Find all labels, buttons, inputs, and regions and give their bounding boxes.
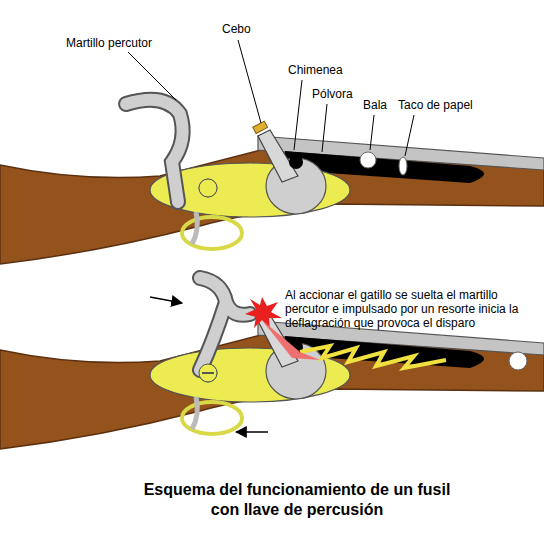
trigger-arrow xyxy=(236,431,268,433)
motion-arrow xyxy=(150,297,182,303)
part-label: Cebo xyxy=(222,22,251,36)
leader-lines xyxy=(128,40,414,156)
diagram-title: Esquema del funcionamiento de un fusil c… xyxy=(129,480,465,520)
paper-wad xyxy=(399,157,407,175)
part-label: Bala xyxy=(363,98,387,112)
part-label: Pólvora xyxy=(312,87,353,101)
cap-flash xyxy=(245,297,282,330)
part-label: Chimenea xyxy=(288,63,343,77)
bullet xyxy=(360,152,376,168)
hammer-cocked xyxy=(126,100,217,202)
part-label: Martillo percutor xyxy=(66,36,152,50)
bullet-fired xyxy=(509,352,527,370)
powder-flame xyxy=(300,346,446,368)
explanation-note: Al accionar el gatillo se suelta el mart… xyxy=(285,288,523,330)
rifle-body xyxy=(0,121,544,264)
part-label: Taco de papel xyxy=(398,98,473,112)
hammer-fired xyxy=(199,278,250,382)
